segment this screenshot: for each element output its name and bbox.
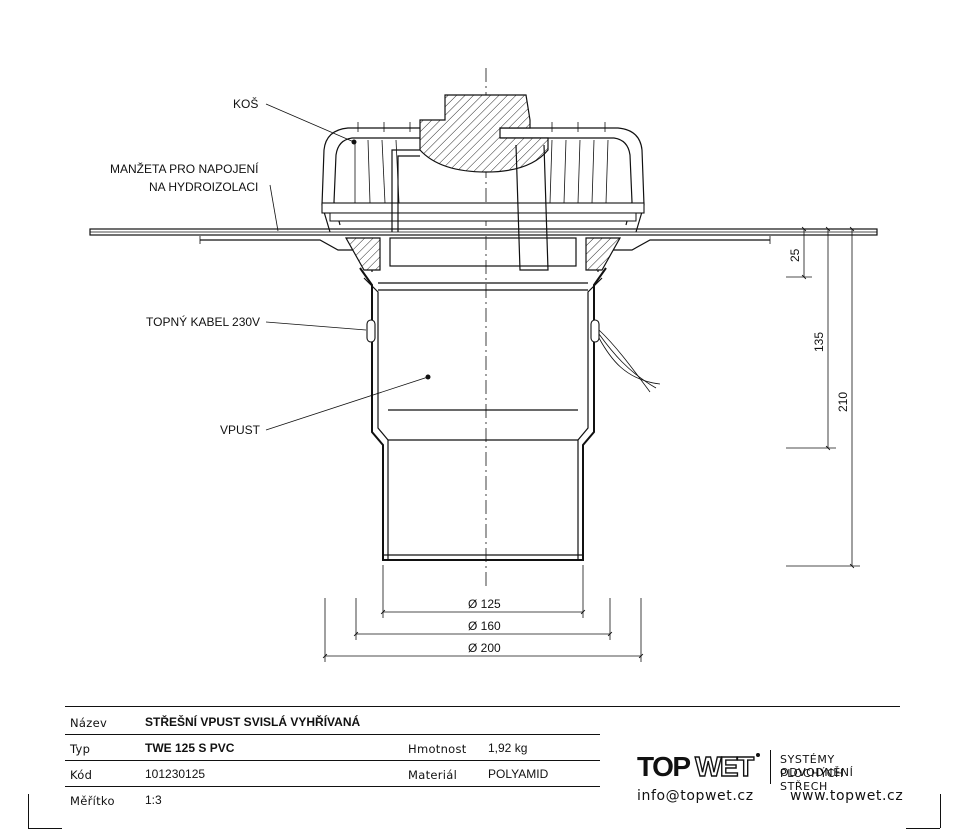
- label-cuff-line1: MANŽETA PRO NAPOJENÍ: [110, 161, 259, 176]
- weight-key: Hmotnost: [408, 742, 467, 756]
- material-value: POLYAMID: [488, 767, 549, 781]
- dim-d200: Ø 200: [468, 641, 501, 655]
- crop-mark-left-bottom: [28, 828, 62, 829]
- dim-d125: Ø 125: [468, 597, 501, 611]
- contact-email[interactable]: info@topwet.cz: [637, 788, 754, 804]
- scale-value: 1:3: [145, 793, 162, 807]
- dim-h135: 135: [812, 332, 826, 352]
- outlet-body: [344, 237, 622, 561]
- material-key: Materiál: [408, 768, 458, 782]
- waterproofing-cuff: [89, 228, 878, 272]
- crop-mark-right-bottom: [906, 828, 940, 829]
- slogan-line1: SYSTÉMY ODVODNĚNÍ: [780, 753, 854, 779]
- dim-h210: 210: [836, 392, 850, 412]
- dim-d160: Ø 160: [468, 619, 501, 633]
- code-key: Kód: [70, 768, 93, 782]
- label-basket: KOŠ: [233, 96, 258, 111]
- label-cuff-line2: NA HYDROIZOLACI: [149, 180, 258, 194]
- height-dimensions: [760, 226, 862, 569]
- contact-web[interactable]: www.topwet.cz: [790, 788, 904, 804]
- heating-cable: [366, 319, 661, 393]
- code-value: 101230125: [145, 767, 206, 781]
- label-outlet: VPUST: [220, 423, 261, 437]
- weight-value: 1,92 kg: [488, 741, 528, 755]
- name-key: Název: [70, 716, 108, 730]
- leader-lines: [265, 103, 431, 431]
- technical-drawing: KOŠ MANŽETA PRO NAPOJENÍ NA HYDROIZOLACI…: [89, 68, 878, 662]
- type-value: TWE 125 S PVC: [145, 741, 235, 755]
- type-key: Typ: [70, 742, 91, 756]
- diameter-dimensions: [322, 565, 644, 662]
- logo-word-wet: WET: [694, 750, 755, 782]
- crop-mark-right: [940, 794, 941, 828]
- dim-h25: 25: [788, 248, 802, 262]
- name-value: STŘEŠNÍ VPUST SVISLÁ VYHŘÍVANÁ: [145, 715, 361, 729]
- logo-word-top: TOP: [637, 751, 691, 782]
- logo-dot: [756, 753, 760, 757]
- basket: [321, 94, 645, 271]
- logo-divider: [770, 750, 771, 784]
- title-block: Název STŘEŠNÍ VPUST SVISLÁ VYHŘÍVANÁ Typ…: [65, 706, 904, 816]
- slogan-line2: PLOCHÝCH STŘECH: [780, 767, 844, 793]
- scale-key: Měřítko: [70, 794, 115, 808]
- label-heating-cable: TOPNÝ KABEL 230V: [146, 314, 260, 329]
- crop-mark-left: [28, 794, 29, 828]
